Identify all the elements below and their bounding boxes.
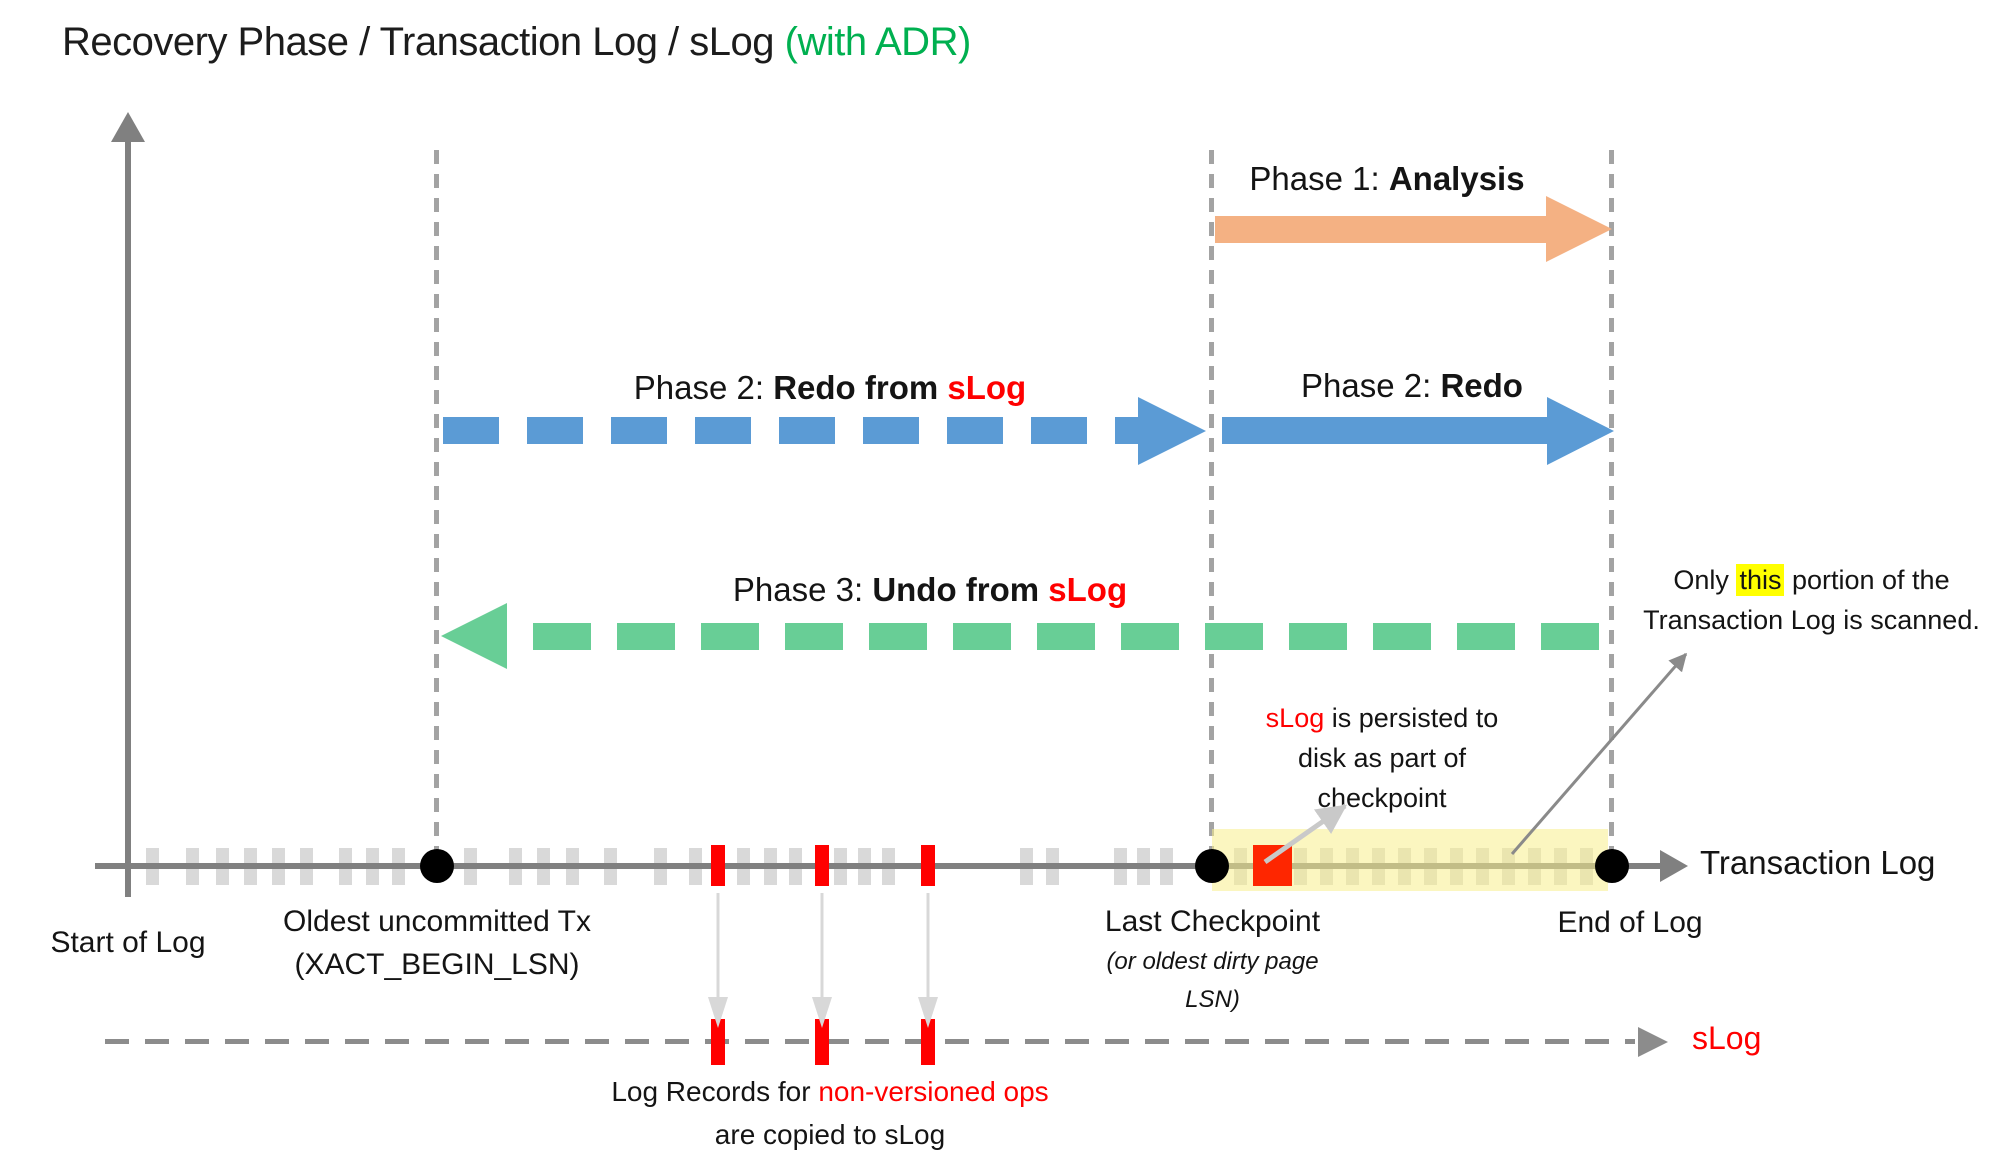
phase1-prefix: Phase 1: bbox=[1249, 160, 1389, 197]
phase3-prefix: Phase 3: bbox=[732, 571, 873, 608]
timeline-event-dot bbox=[420, 849, 454, 883]
phase2-redo-from-slog-arrowhead-icon bbox=[1138, 397, 1206, 465]
phase2-prefix: Phase 2: bbox=[1301, 367, 1441, 404]
phase2slog-slog: sLog bbox=[947, 369, 1027, 406]
phase2slog-prefix: Phase 2: bbox=[633, 369, 774, 406]
page-title: Recovery Phase / Transaction Log / sLog … bbox=[62, 20, 971, 65]
phase2-name: Redo bbox=[1440, 367, 1523, 404]
copy-down-arrows bbox=[708, 893, 938, 1028]
copied-line1: Log Records for non-versioned ops bbox=[575, 1070, 1085, 1113]
last-checkpoint-label: Last Checkpoint (or oldest dirty page LS… bbox=[1040, 900, 1385, 1019]
phase3-undo-arrow-body bbox=[507, 623, 1610, 650]
slog-record-tick bbox=[921, 1019, 935, 1065]
phase3-name: Undo from bbox=[872, 571, 1049, 608]
persisted-line2: disk as part of bbox=[1297, 743, 1467, 773]
persisted-line3: checkpoint bbox=[1317, 783, 1447, 813]
phase2slog-name: Redo from bbox=[773, 369, 948, 406]
oldest-uncommitted-label: Oldest uncommitted Tx (XACT_BEGIN_LSN) bbox=[237, 900, 637, 986]
timeline-event-dot bbox=[1195, 849, 1229, 883]
non-versioned-op-record-tick bbox=[711, 845, 725, 886]
phase2-redo-arrow-body bbox=[1222, 417, 1547, 444]
phase2-redo-from-slog-label: Phase 2: Redo from sLog bbox=[480, 369, 1180, 407]
scanned-portion-note: Only this portion of the Transaction Log… bbox=[1622, 560, 2001, 640]
copied-to-slog-note: Log Records for non-versioned ops are co… bbox=[575, 1070, 1085, 1152]
start-of-log-label: Start of Log bbox=[50, 926, 206, 959]
oldest-line2: (XACT_BEGIN_LSN) bbox=[294, 948, 580, 981]
persisted-line1: sLog is persisted to bbox=[1227, 698, 1537, 738]
end-of-log-label: End of Log bbox=[1557, 906, 1703, 939]
transaction-log-axis-label: Transaction Log bbox=[1700, 844, 1936, 881]
phase3-undo-arrowhead-icon bbox=[441, 603, 507, 669]
title-adr: (with ADR) bbox=[784, 20, 972, 64]
transaction-log-axis-line bbox=[95, 863, 1665, 869]
scanned-pre: Only bbox=[1673, 565, 1737, 595]
copied-red: non-versioned ops bbox=[818, 1076, 1049, 1107]
transaction-log-arrowhead-icon bbox=[1660, 850, 1688, 882]
slog-record-tick bbox=[815, 1019, 829, 1065]
copied-line2: are copied to sLog bbox=[714, 1119, 946, 1150]
y-axis-arrowhead-icon bbox=[111, 112, 145, 142]
timeline-event-dot bbox=[1595, 849, 1629, 883]
scanned-portion-pointer-arrow bbox=[1510, 652, 1688, 855]
phase1-label: Phase 1: Analysis bbox=[1212, 160, 1562, 198]
slog-arrowhead-icon bbox=[1638, 1027, 1668, 1057]
phase2-redo-from-slog-arrow-body bbox=[443, 417, 1138, 444]
phase3-undo-label: Phase 3: Undo from sLog bbox=[530, 571, 1330, 609]
scanned-post: portion of the bbox=[1784, 565, 1950, 595]
slog-persisted-note: sLog is persisted to disk as part of che… bbox=[1227, 698, 1537, 818]
scanned-note-line1: Only this portion of the bbox=[1622, 560, 2001, 600]
persisted-rest: is persisted to bbox=[1324, 703, 1499, 733]
phase1-analysis-arrowhead-icon bbox=[1546, 196, 1612, 262]
vline-last-checkpoint bbox=[1209, 150, 1214, 866]
slog-axis-label: sLog bbox=[1692, 1020, 1762, 1056]
copied-pre: Log Records for bbox=[611, 1076, 819, 1107]
scanned-highlight: this bbox=[1736, 564, 1785, 596]
vline-oldest-uncommitted bbox=[434, 150, 439, 866]
phase3-slog: sLog bbox=[1048, 571, 1128, 608]
oldest-line1: Oldest uncommitted Tx bbox=[283, 905, 591, 938]
y-axis-line bbox=[125, 140, 131, 897]
phase2-redo-arrowhead-icon bbox=[1547, 397, 1614, 465]
slog-axis-line bbox=[105, 1039, 1635, 1044]
vline-end-of-log bbox=[1609, 150, 1614, 866]
checkpoint-line2: (or oldest dirty page bbox=[1106, 948, 1319, 975]
phase2-redo-label: Phase 2: Redo bbox=[1212, 367, 1612, 405]
phase1-name: Analysis bbox=[1388, 160, 1525, 197]
phase1-analysis-arrow-body bbox=[1215, 216, 1546, 243]
slog-record-tick bbox=[711, 1019, 725, 1065]
non-versioned-op-record-tick bbox=[815, 845, 829, 886]
checkpoint-line1: Last Checkpoint bbox=[1104, 905, 1321, 938]
slog-checkpoint-record-square bbox=[1253, 845, 1292, 886]
checkpoint-line3: LSN) bbox=[1185, 986, 1240, 1013]
non-versioned-op-record-tick bbox=[921, 845, 935, 886]
persisted-slog: sLog bbox=[1265, 703, 1325, 733]
scanned-note-line2: Transaction Log is scanned. bbox=[1643, 605, 1980, 635]
title-main: Recovery Phase / Transaction Log / sLog bbox=[62, 20, 785, 64]
